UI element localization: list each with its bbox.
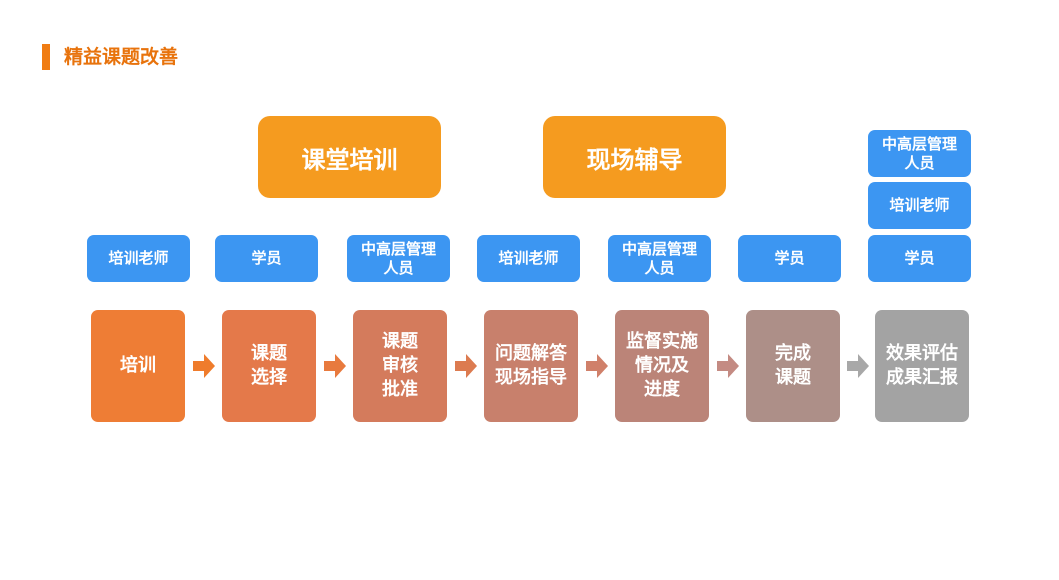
flow-arrow-icon [455, 354, 477, 378]
phase-classroom-training: 课堂培训 [258, 116, 441, 198]
flow-arrow-icon [847, 354, 869, 378]
role-line: 人员 [383, 258, 414, 277]
step-evaluation-report: 效果评估 成果汇报 [875, 310, 969, 422]
step-implementation-monitoring: 监督实施 情况及 进度 [615, 310, 709, 422]
step-line: 课题 [775, 367, 811, 388]
role-line: 中高层管理 [881, 134, 957, 153]
role-line: 中高层管理 [621, 239, 697, 258]
role-tag-management-1: 中高层管理 人员 [347, 235, 450, 282]
role-tag-trainer-3: 培训老师 [868, 182, 971, 229]
title-accent-bar [42, 44, 50, 70]
role-line: 人员 [904, 153, 935, 172]
step-line: 培训 [120, 355, 156, 376]
role-line: 中高层管理 [360, 239, 436, 258]
role-tag-student-3: 学员 [868, 235, 971, 282]
role-line: 学员 [774, 249, 805, 267]
step-line: 监督实施 [626, 331, 698, 352]
step-line: 审核 [382, 355, 418, 376]
step-line: 课题 [251, 343, 287, 364]
flow-arrow-icon [193, 354, 215, 378]
step-line: 进度 [644, 379, 680, 400]
flow-arrow-icon [586, 354, 608, 378]
step-topic-approval: 课题 审核 批准 [353, 310, 447, 422]
step-topic-completion: 完成 课题 [746, 310, 840, 422]
step-line: 效果评估 [886, 343, 958, 364]
role-line: 培训老师 [108, 249, 169, 267]
flow-arrow-icon [324, 354, 346, 378]
role-tag-trainer-2: 培训老师 [477, 235, 580, 282]
role-line: 学员 [251, 249, 282, 267]
step-line: 成果汇报 [886, 367, 958, 388]
step-topic-selection: 课题 选择 [222, 310, 316, 422]
step-line: 批准 [382, 379, 418, 400]
role-tag-management-2: 中高层管理 人员 [608, 235, 711, 282]
role-tag-student-1: 学员 [215, 235, 318, 282]
step-line: 情况及 [635, 355, 689, 376]
role-tag-trainer-1: 培训老师 [87, 235, 190, 282]
role-line: 培训老师 [889, 196, 950, 214]
flow-arrow-icon [717, 354, 739, 378]
step-line: 课题 [382, 331, 418, 352]
role-line: 培训老师 [498, 249, 559, 267]
role-line: 学员 [904, 249, 935, 267]
step-line: 现场指导 [495, 367, 567, 388]
role-line: 人员 [644, 258, 675, 277]
role-tag-management-3: 中高层管理 人员 [868, 130, 971, 177]
step-line: 选择 [251, 367, 287, 388]
role-tag-student-2: 学员 [738, 235, 841, 282]
step-training: 培训 [91, 310, 185, 422]
step-line: 问题解答 [495, 343, 567, 364]
step-onsite-guidance: 问题解答 现场指导 [484, 310, 578, 422]
step-line: 完成 [775, 343, 811, 364]
page-title: 精益课题改善 [64, 46, 179, 68]
phase-onsite-coaching: 现场辅导 [543, 116, 726, 198]
